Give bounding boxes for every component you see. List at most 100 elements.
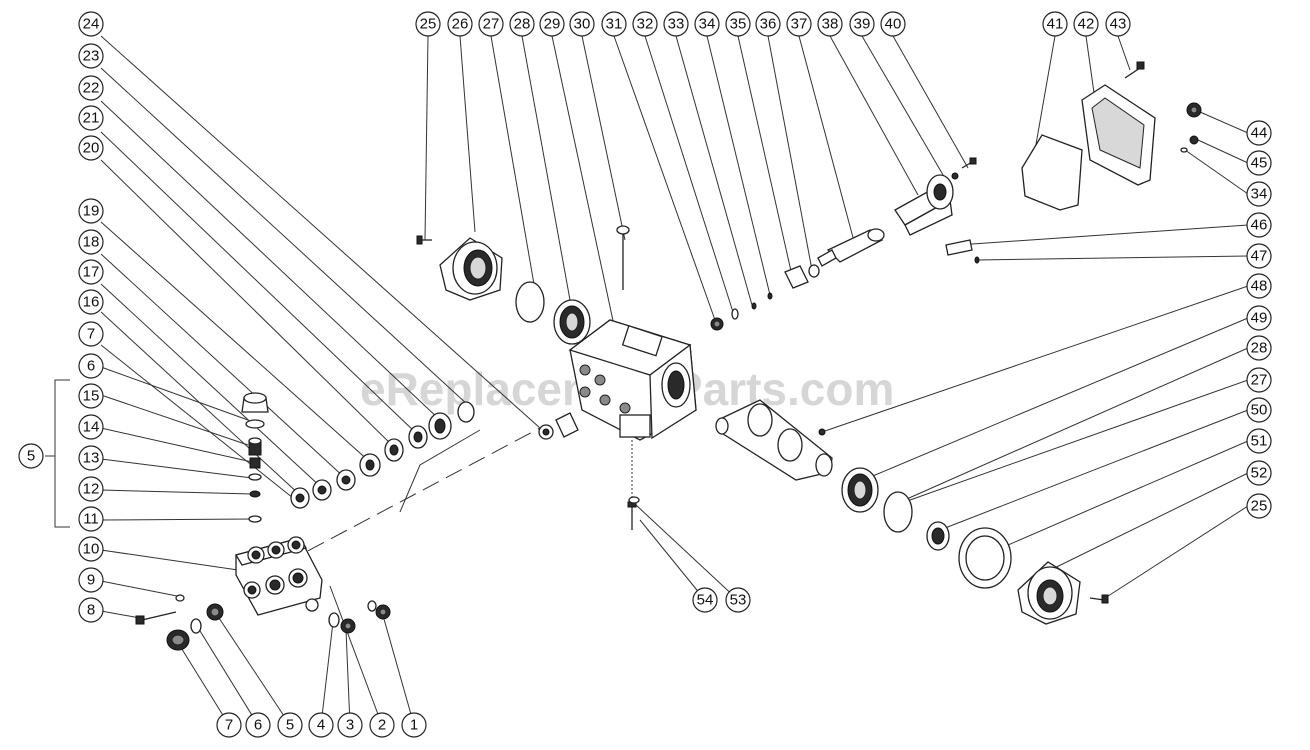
callout-20: 20 [78,135,104,161]
callout-30: 30 [569,11,595,37]
callout-27-top: 27 [478,11,504,37]
part-28-bearing-left [553,299,591,345]
part-9-washer [175,594,185,602]
callout-5-bottom: 5 [277,712,303,738]
callout-10: 10 [78,536,104,562]
svg-text:48: 48 [1251,278,1268,295]
part-51-gasket [958,527,1012,589]
callout-12: 12 [78,476,104,502]
callout-28-top: 28 [509,11,535,37]
part-20-ring [384,438,404,462]
callout-9: 9 [78,567,104,593]
svg-text:38: 38 [822,16,839,33]
callout-17: 17 [78,259,104,285]
callout-32: 32 [632,11,658,37]
callout-48: 48 [1246,273,1272,299]
svg-text:6: 6 [87,358,95,375]
callout-27-right: 27 [1246,367,1272,393]
part-6-oring [245,419,265,429]
svg-text:54: 54 [697,592,714,609]
part-1-plug [375,604,391,620]
part-46-pin [945,239,973,256]
svg-text:13: 13 [83,450,100,467]
svg-text:43: 43 [1110,16,1127,33]
part-12-oring [249,490,261,498]
svg-text:36: 36 [760,16,777,33]
part-30-dipstick [616,225,630,290]
parts [135,61,1202,651]
svg-text:52: 52 [1251,465,1268,482]
svg-text:9: 9 [87,572,95,589]
svg-text:1: 1 [410,717,418,734]
callout-45: 45 [1246,150,1272,176]
callout-21: 21 [78,105,104,131]
svg-text:45: 45 [1251,155,1268,172]
callout-25-top: 25 [415,11,441,37]
callout-42: 42 [1073,11,1099,37]
part-41-gasket [1021,134,1083,211]
svg-text:26: 26 [452,16,469,33]
part-2-oring [367,600,377,612]
svg-text:5: 5 [286,717,294,734]
callout-25-right: 25 [1246,493,1272,519]
part-33-ball [751,302,757,310]
callout-4: 4 [308,712,334,738]
svg-text:51: 51 [1251,433,1268,450]
part-21-ring [408,425,428,449]
callout-52: 52 [1246,460,1272,486]
part-18-ring [336,469,356,491]
svg-text:12: 12 [83,481,100,498]
callout-35: 35 [725,11,751,37]
callout-18: 18 [78,229,104,255]
part-5-plug [206,603,224,621]
svg-text:49: 49 [1251,310,1268,327]
callout-36: 36 [755,11,781,37]
part-11-oring [248,515,262,523]
part-7-cap [241,392,269,413]
svg-text:4: 4 [317,717,325,734]
part-34-ball [767,292,773,300]
part-48-key [818,428,826,436]
svg-text:29: 29 [544,16,561,33]
part-6-oring-bottom [190,618,202,634]
svg-text:28: 28 [1251,340,1268,357]
part-52-flange [1017,561,1081,625]
part-45-plug [1189,135,1199,145]
part-53-washer [628,496,640,504]
part-27-oring-right [883,491,913,533]
svg-text:19: 19 [83,203,100,220]
svg-text:20: 20 [83,140,100,157]
part-3-plug [340,618,356,634]
part-16-ring [290,487,310,509]
callout-33: 33 [663,11,689,37]
svg-text:40: 40 [885,16,902,33]
callout-41: 41 [1042,11,1068,37]
part-35-pin [784,265,809,289]
svg-text:17: 17 [83,264,100,281]
part-54-screw [627,501,637,530]
part-48-crankshaft [715,399,833,481]
svg-text:35: 35 [730,16,747,33]
callout-6-bottom: 6 [245,712,271,738]
svg-text:27: 27 [483,16,500,33]
svg-text:7: 7 [225,717,233,734]
callout-47: 47 [1246,243,1272,269]
svg-text:21: 21 [83,110,100,127]
svg-text:33: 33 [668,16,685,33]
part-31-nut [710,317,724,331]
callout-40: 40 [880,11,906,37]
part-7-plug [166,629,190,651]
leader-lines [45,35,1249,726]
part-27-oring-left [515,281,545,323]
part-38-bracket [894,174,954,236]
callout-38: 38 [817,11,843,37]
callouts: 24 23 22 21 20 19 18 17 16 7 6 15 14 13 … [18,11,1272,738]
part-14-spring [249,457,261,469]
svg-text:53: 53 [730,592,747,609]
callout-22: 22 [78,75,104,101]
callout-28-right: 28 [1246,335,1272,361]
callout-8: 8 [78,597,104,623]
svg-text:11: 11 [83,511,99,528]
svg-text:50: 50 [1251,402,1268,419]
